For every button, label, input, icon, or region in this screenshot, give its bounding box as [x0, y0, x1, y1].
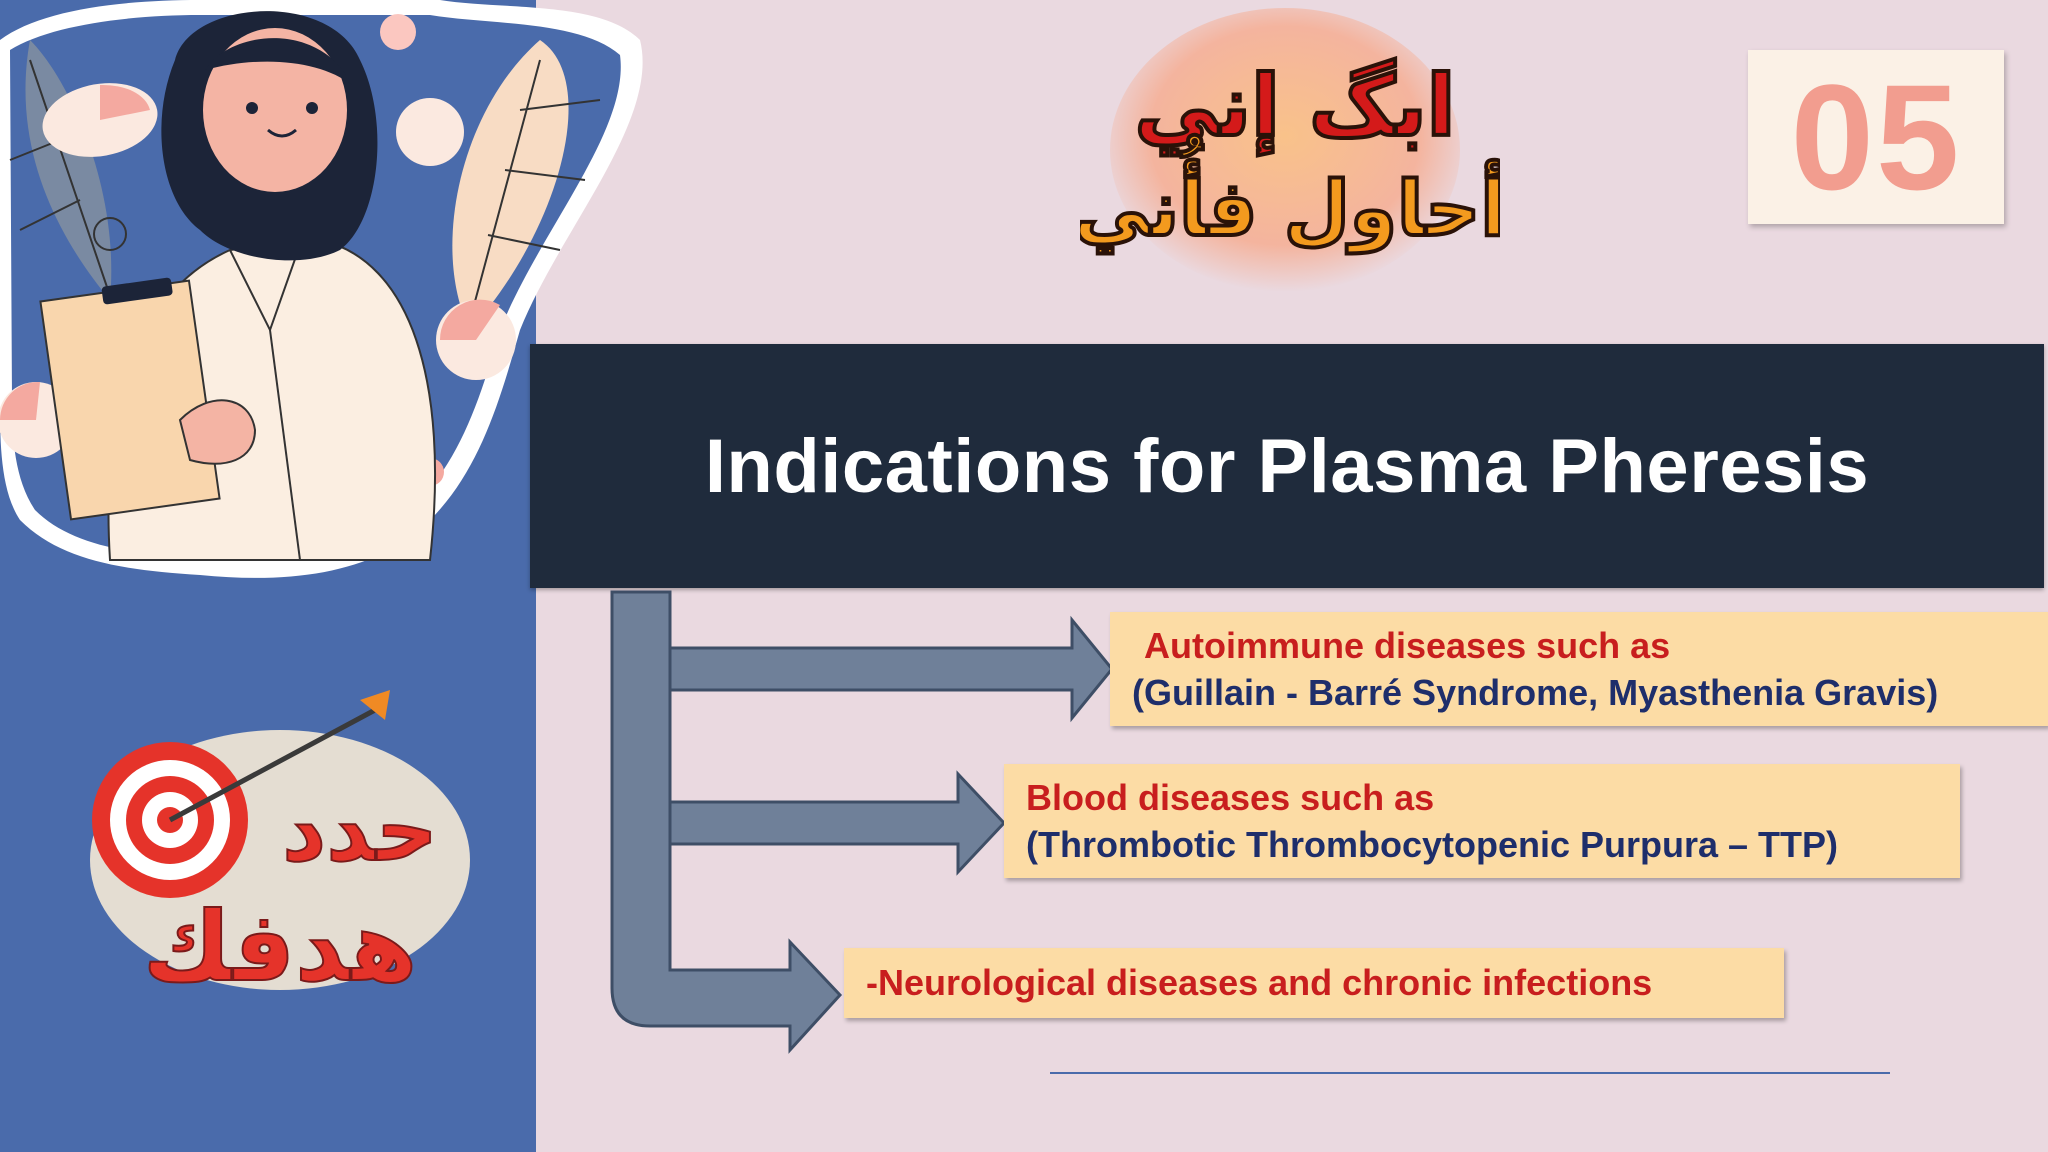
arrow-trunk — [610, 590, 843, 1054]
indication-box-autoimmune: Autoimmune diseases such as (Guillain - … — [1110, 612, 2048, 726]
indication-box-blood: Blood diseases such as (Thrombotic Throm… — [1004, 764, 1960, 878]
doctor-illustration — [0, 0, 643, 578]
indication-detail: (Guillain - Barré Syndrome, Myasthenia G… — [1132, 672, 1939, 713]
arabic-calligraphy-logo: ابگ إني أحاول فأُني — [1080, 8, 1500, 292]
title-bar: Indications for Plasma Pheresis — [530, 344, 2044, 588]
indication-heading: -Neurological diseases and chronic infec… — [866, 962, 1653, 1003]
slide-number-badge: 05 — [1748, 50, 2004, 224]
target-logo-line2: هدفك — [143, 891, 417, 1003]
indication-heading: Autoimmune diseases such as — [1144, 625, 1671, 666]
target-logo-line1: حدد — [282, 781, 438, 881]
indication-heading: Blood diseases such as — [1026, 777, 1435, 818]
arrow-2 — [668, 770, 1007, 876]
slide-number: 05 — [1790, 52, 1962, 221]
indication-box-neurological: -Neurological diseases and chronic infec… — [844, 948, 1784, 1018]
indication-detail: (Thrombotic Thrombocytopenic Purpura – T… — [1026, 824, 1839, 865]
arrow-1 — [668, 615, 1114, 723]
top-logo-line1: ابگ إني — [1135, 57, 1456, 156]
target-arrow-icon: حدد هدفك — [90, 690, 470, 1004]
divider-line — [1050, 1072, 1890, 1074]
slide-title: Indications for Plasma Pheresis — [704, 423, 1870, 509]
